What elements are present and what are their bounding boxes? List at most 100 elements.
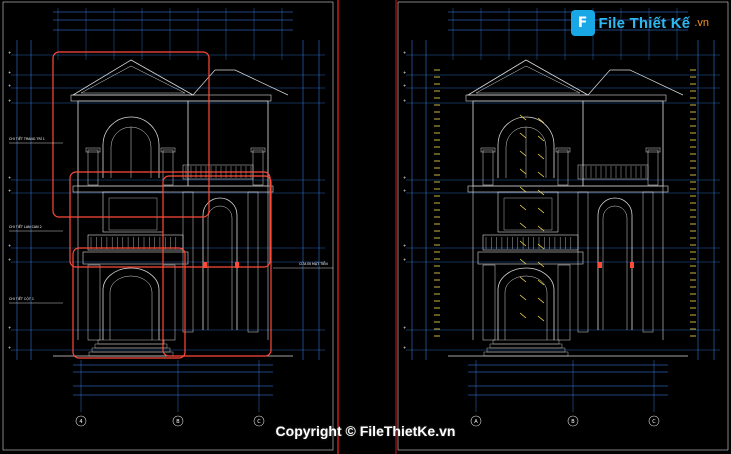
grid-axis-bubble <box>470 415 482 427</box>
level-marker-label: + <box>8 257 11 262</box>
door-marker <box>630 262 634 268</box>
right-sheet-frame <box>397 1 729 451</box>
entrance-step <box>489 343 563 349</box>
level-marker-label: + <box>8 243 11 248</box>
side-roof <box>192 69 289 96</box>
grid-axis-label: B <box>176 419 180 425</box>
column-capital <box>480 147 496 153</box>
grid-axis-bubble <box>648 415 660 427</box>
entrance-step <box>88 351 174 357</box>
annotation-tick <box>537 261 545 268</box>
detail-callout-balcony <box>69 171 271 268</box>
grid-axis-bubble <box>567 415 579 427</box>
logo-suffix: .vn <box>694 17 709 29</box>
upper-column <box>252 149 264 186</box>
annotation-tick <box>519 294 527 301</box>
grid-axis-bubble <box>253 415 265 427</box>
entrance-step <box>97 339 165 345</box>
annotation-tick <box>519 204 527 211</box>
annotation-tick <box>537 315 545 322</box>
upper-column <box>647 149 659 186</box>
grid-axis-label: 4 <box>79 419 82 425</box>
grid-axis-bubble <box>75 415 87 427</box>
door-marker <box>598 262 602 268</box>
lower-column <box>87 264 101 341</box>
floor-slab <box>72 185 274 193</box>
grid-axis-bubble <box>172 415 184 427</box>
upper-column <box>557 149 569 186</box>
side-column <box>642 191 654 333</box>
left-sheet-frame <box>2 1 334 451</box>
upper-arch-window <box>497 116 555 178</box>
annotation-tick <box>519 186 527 193</box>
cornice <box>465 94 667 102</box>
annotation-tick <box>537 117 545 124</box>
upper-wall-side <box>582 100 664 187</box>
annotation-tick <box>537 225 545 232</box>
side-roof <box>587 69 684 96</box>
side-arch-door-inner <box>602 205 628 330</box>
middle-balustrade <box>482 234 579 251</box>
grid-axis-label: C <box>652 419 656 425</box>
annotation-tick <box>537 279 545 286</box>
annotation-note: CHI TIẾT LAN CAN 2 <box>9 223 42 229</box>
lower-band <box>477 251 584 265</box>
door-marker <box>235 262 239 268</box>
upper-arch-window <box>102 116 160 178</box>
level-marker-label: + <box>403 70 406 75</box>
column-capital <box>555 147 571 153</box>
entrance-step <box>94 343 168 349</box>
side-arch-door <box>202 197 238 330</box>
column-capital <box>250 147 266 153</box>
annotation-note: CHI TIẾT TRANG TRÍ 1 <box>9 135 45 141</box>
side-column <box>182 191 194 333</box>
brand-logo: F File Thiết Kế .vn <box>570 10 709 36</box>
annotation-tick <box>519 168 527 175</box>
lower-column <box>162 264 176 341</box>
annotation-tick <box>537 171 545 178</box>
level-marker-label: + <box>403 83 406 88</box>
logo-mark-icon: F <box>570 10 595 36</box>
logo-text: File Thiết Kế <box>598 14 691 32</box>
annotation-tick <box>519 132 527 139</box>
entrance-arch <box>497 267 555 340</box>
pediment-inner <box>475 65 581 94</box>
level-marker-label: + <box>403 325 406 330</box>
annotation-tick <box>537 135 545 142</box>
entrance-arch-inner <box>504 275 548 340</box>
annotation-tick <box>519 150 527 157</box>
annotation-tick <box>537 243 545 250</box>
annotation-tick <box>519 258 527 265</box>
column-capital <box>645 147 661 153</box>
pediment-inner <box>80 65 186 94</box>
upper-column <box>482 149 494 186</box>
lower-column <box>482 264 496 341</box>
detail-callout-entrance <box>72 247 186 359</box>
side-column <box>577 191 589 333</box>
level-marker-label: + <box>403 50 406 55</box>
middle-window <box>497 191 559 233</box>
middle-window-inner <box>503 197 553 231</box>
annotation-tick <box>537 189 545 196</box>
level-marker-label: + <box>8 325 11 330</box>
cornice <box>70 94 272 102</box>
upper-wall-main <box>77 100 189 187</box>
entrance-step <box>483 351 569 357</box>
level-marker-label: + <box>8 188 11 193</box>
upper-wall-main <box>472 100 584 187</box>
level-marker-label: + <box>8 83 11 88</box>
annotation-tick <box>519 114 527 121</box>
level-marker-label: + <box>403 257 406 262</box>
annotation-tick <box>537 207 545 214</box>
level-marker-label: + <box>403 98 406 103</box>
annotation-tick <box>519 222 527 229</box>
level-marker-label: + <box>8 175 11 180</box>
grid-axis-label: A <box>474 419 478 425</box>
column-capital <box>85 147 101 153</box>
side-column <box>247 191 259 333</box>
upper-column <box>162 149 174 186</box>
